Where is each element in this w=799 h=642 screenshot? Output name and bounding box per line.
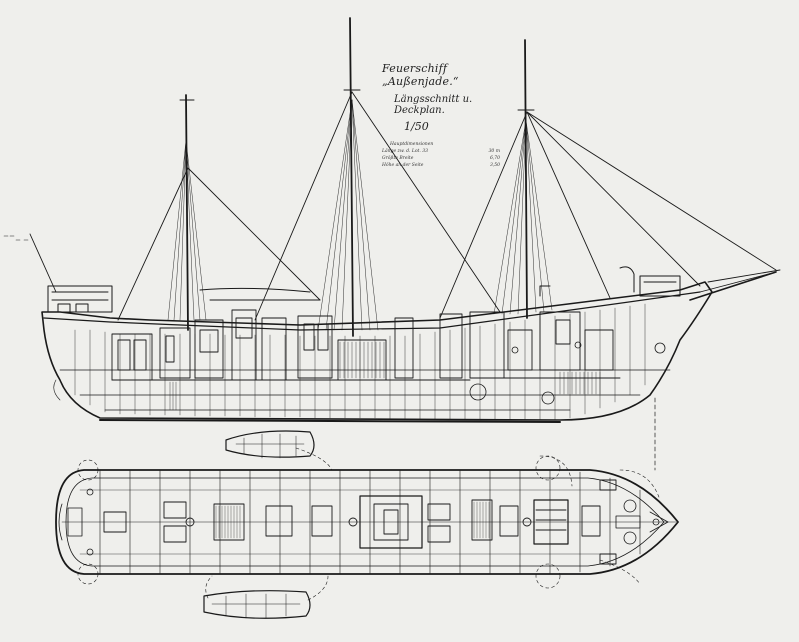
dimension-row: Höhe an der Seite 3,50 xyxy=(382,163,500,168)
lifeboat-top xyxy=(225,430,315,458)
main-mast xyxy=(349,17,354,337)
lifeboat-bottom xyxy=(203,590,311,619)
portholes xyxy=(469,341,666,405)
fore-mast xyxy=(185,94,189,331)
title-block: Feuerschiff „Außenjade.“ Längsschnitt u.… xyxy=(382,62,522,169)
shrouds xyxy=(167,99,553,331)
mast-positions xyxy=(185,517,532,527)
deck-beams xyxy=(99,469,641,575)
dimension-row: Größte Breite 6,70 xyxy=(382,156,500,161)
bowsprit xyxy=(689,271,777,301)
deck-plan xyxy=(55,430,679,619)
deck-inner-outline xyxy=(65,477,665,567)
drawing-subtitle: Längsschnitt u. Deckplan. xyxy=(394,94,473,116)
hatch-hatching xyxy=(215,501,490,539)
ship-name: Feuerschiff „Außenjade.“ xyxy=(382,62,459,88)
dimension-row: Länge zw. d. Lot. 33 30 m xyxy=(382,149,500,154)
dimensions-heading: Hauptdimensionen xyxy=(390,142,434,147)
deck-hatches xyxy=(103,479,617,565)
masts xyxy=(185,17,528,337)
drawing-scale: 1/50 xyxy=(404,120,429,133)
mizzen-mast xyxy=(524,39,528,319)
deck-houses xyxy=(47,266,681,313)
deck-outline xyxy=(55,469,679,575)
deck-long-lines xyxy=(79,489,601,555)
longitudinal-section xyxy=(3,17,781,471)
interior-compartments xyxy=(111,309,621,381)
stern-marks xyxy=(3,235,61,401)
hatched-areas xyxy=(169,341,601,411)
rigging-stays xyxy=(29,91,781,321)
keel xyxy=(99,419,561,423)
davit-arcs xyxy=(205,447,661,601)
hull-frames xyxy=(74,303,646,421)
dashed-swing-circles xyxy=(77,455,561,589)
hull-outline xyxy=(41,281,713,421)
bow-fittings xyxy=(615,499,669,545)
main-deck-line xyxy=(43,291,701,331)
dimensions-table: Hauptdimensionen Länge zw. d. Lot. 33 30… xyxy=(382,141,522,169)
stern-fittings xyxy=(58,488,94,556)
